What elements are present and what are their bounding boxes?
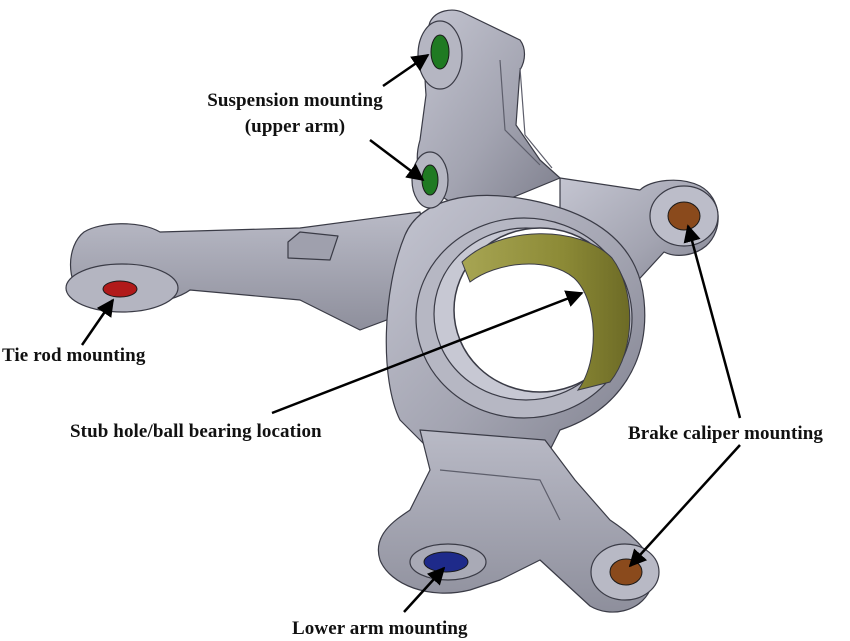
suspension-hole-top <box>430 34 450 70</box>
arrow-brake-lower <box>628 444 741 568</box>
label-tie-rod-mounting: Tie rod mounting <box>2 345 146 366</box>
arrow-brake-upper <box>683 224 742 419</box>
lower-arm-hole <box>423 551 469 573</box>
brake-hole-upper <box>667 201 701 231</box>
bearing-surface <box>461 233 631 391</box>
arrow-lower-arm <box>403 566 446 613</box>
arrow-suspension-bottom <box>369 139 425 182</box>
lower-body-rib <box>439 469 561 521</box>
brake-hole-lower <box>609 558 643 586</box>
label-suspension-mounting-line1: Suspension mounting <box>207 90 383 111</box>
arrow-tie-rod <box>80 298 115 346</box>
label-suspension-mounting-line2: (upper arm) <box>244 116 346 137</box>
label-lower-arm-mounting: Lower arm mounting <box>292 618 468 639</box>
upper-arm-rib-2 <box>519 67 553 169</box>
tie-rod-tab <box>287 231 339 261</box>
label-stub-hole: Stub hole/ball bearing location <box>70 421 322 442</box>
arrow-suspension-top <box>382 53 430 88</box>
upper-arm-rib <box>499 59 541 166</box>
suspension-hole-bottom <box>421 164 439 196</box>
leader-arrows <box>80 53 742 613</box>
tie-rod-hole <box>102 280 138 298</box>
label-brake-caliper-mounting: Brake caliper mounting <box>628 423 824 444</box>
arrow-stub-hole <box>271 290 584 415</box>
